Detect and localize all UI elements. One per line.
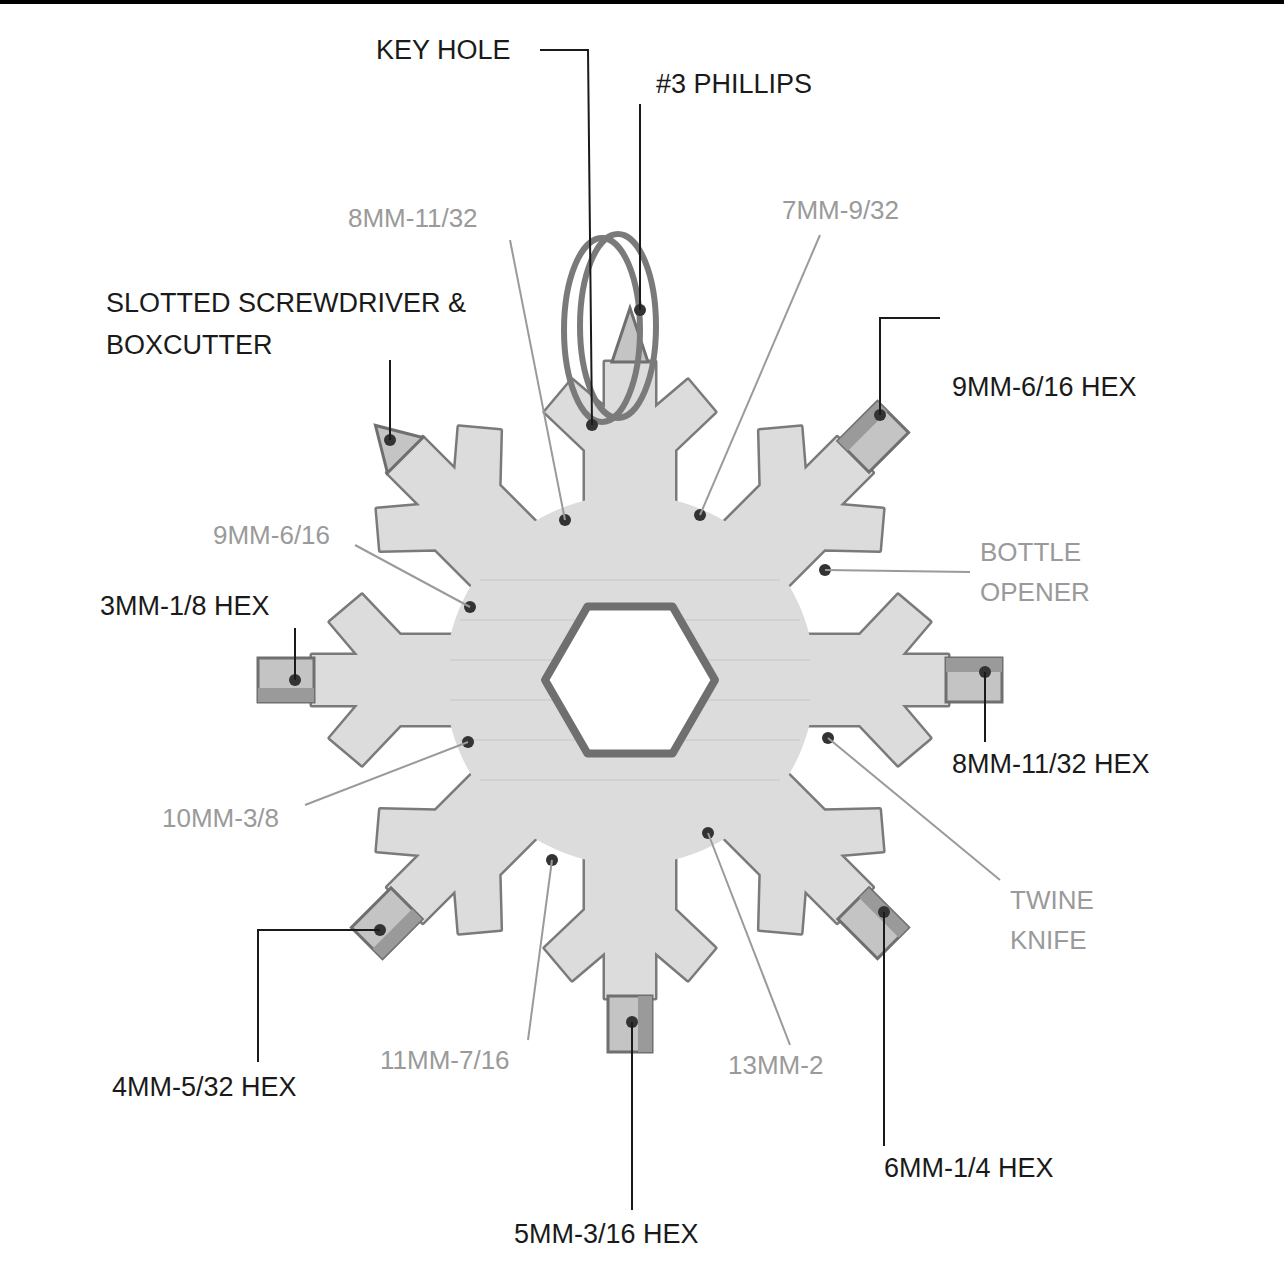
part-label: #3 PHILLIPS <box>656 64 812 104</box>
part-label: 7MM-9/32 <box>782 190 899 230</box>
leader-lines <box>258 50 985 1210</box>
grey-leader-lines <box>305 235 1000 1045</box>
snowflake-body <box>258 308 1002 1052</box>
part-label: 6MM-1/4 HEX <box>884 1148 1054 1188</box>
part-label: 4MM-5/32 HEX <box>112 1067 297 1107</box>
part-label: 8MM-11/32 <box>348 198 478 238</box>
part-label: 8MM-11/32 HEX <box>952 744 1150 784</box>
part-label: 5MM-3/16 HEX <box>514 1214 699 1254</box>
callout-dots <box>289 304 991 1028</box>
part-label: TWINE KNIFE <box>1010 880 1130 960</box>
part-label: 11MM-7/16 <box>380 1040 510 1080</box>
part-label: 13MM-2 <box>728 1045 823 1085</box>
part-label: 3MM-1/8 HEX <box>100 586 270 626</box>
part-label: KEY HOLE <box>376 30 511 70</box>
part-label: SLOTTED SCREWDRIVER & BOXCUTTER <box>106 282 478 366</box>
part-label: 9MM-6/16 <box>213 515 330 555</box>
part-label: 10MM-3/8 <box>162 798 279 838</box>
part-label: 9MM-6/16 HEX <box>952 367 1137 407</box>
key-ring <box>564 234 656 422</box>
top-rule <box>0 0 1284 4</box>
part-label: BOTTLE OPENER <box>980 532 1130 612</box>
